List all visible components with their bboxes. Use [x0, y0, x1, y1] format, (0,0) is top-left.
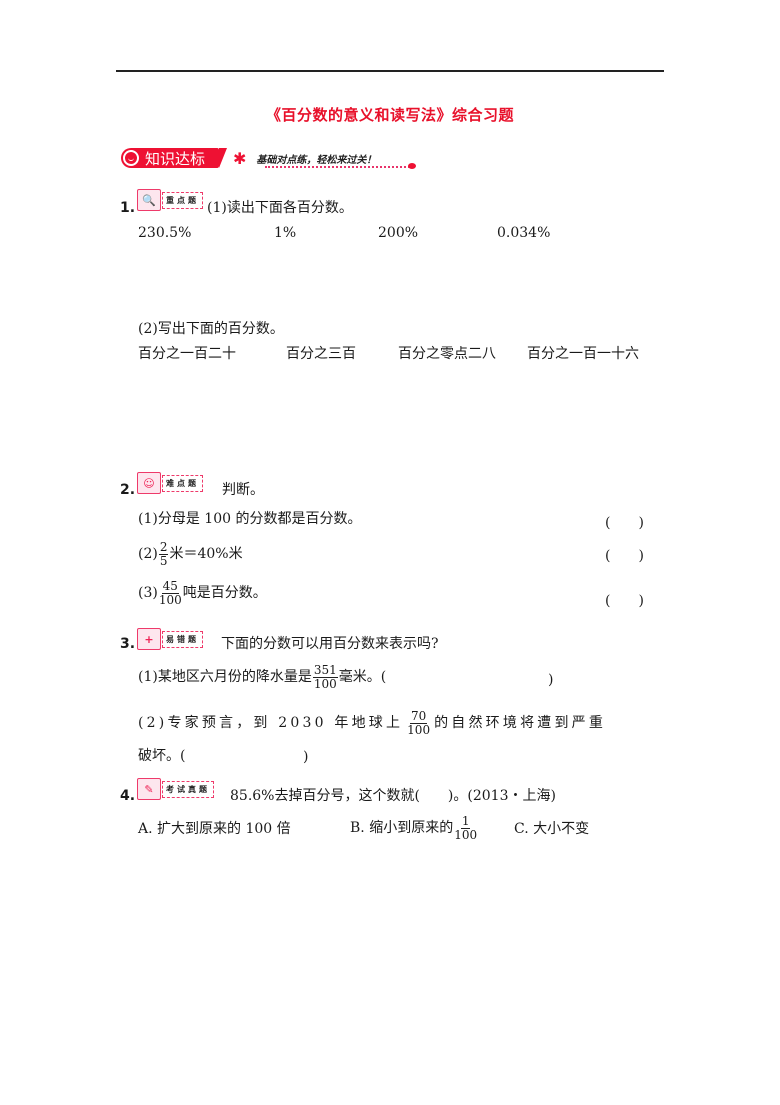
- top-rule: [116, 70, 664, 72]
- question-3-number: 3.: [120, 636, 136, 652]
- dotted-divider: [265, 166, 410, 168]
- item-text: 的自然环境将遭到严重: [434, 715, 607, 732]
- magnifier-book-icon: 🔍: [137, 189, 161, 211]
- item-prefix: (1): [138, 511, 158, 527]
- question-4-number: 4.: [120, 788, 136, 804]
- badge-label: 易错题: [162, 630, 203, 648]
- first-aid-kit-icon: +: [137, 628, 161, 650]
- section-banner: 知识达标 ✱ 基础对点练，轻松来过关！: [121, 147, 376, 169]
- question-3-prompt: 下面的分数可以用百分数来表示吗?: [221, 636, 439, 652]
- question-2-badge: ☺ 难点题: [137, 472, 203, 494]
- item-prefix: (2): [138, 546, 158, 563]
- judgement-item-1: (1)分母是 100 的分数都是百分数。: [138, 512, 361, 526]
- fraction-numerator: 2: [158, 540, 169, 555]
- fraction-denominator: 5: [159, 553, 168, 568]
- badge-label: 难点题: [162, 474, 203, 492]
- fraction-numerator: 1: [460, 814, 471, 829]
- question-1-number: 1.: [120, 200, 136, 216]
- question-1-badge: 🔍 重点题: [137, 189, 203, 211]
- answer-blank-close[interactable]: ): [303, 749, 309, 765]
- item-text: 米＝40%米: [169, 546, 243, 563]
- star-icon: ✱: [233, 148, 247, 168]
- question-4-badge: ✎ 考试真题: [137, 778, 214, 800]
- exam-paper-icon: ✎: [137, 778, 161, 800]
- fraction-denominator: 100: [407, 722, 431, 737]
- option-text: B. 缩小到原来的: [350, 820, 454, 837]
- item-prefix: (1): [138, 669, 158, 686]
- percent-item: 1%: [274, 225, 297, 241]
- banner-label: 知识达标: [145, 149, 206, 168]
- chinese-percent-item: 百分之一百二十: [138, 346, 236, 362]
- smiley-icon: [123, 150, 139, 166]
- question-1-part-1-prompt: (1)读出下面各百分数。: [207, 200, 353, 216]
- badge-label: 考试真题: [162, 780, 214, 798]
- answer-blank-close[interactable]: ): [548, 672, 554, 688]
- answer-blank[interactable]: ( ): [605, 593, 644, 609]
- item-prefix: (3): [138, 585, 158, 602]
- item-text: 分母是 100 的分数都是百分数。: [157, 511, 362, 527]
- answer-blank[interactable]: ( ): [605, 548, 644, 564]
- fraction-numerator: 351: [312, 663, 338, 678]
- fraction-denominator: 100: [158, 592, 182, 607]
- item-text: 某地区六月份的降水量是: [157, 669, 312, 686]
- fraction-numerator: 70: [409, 709, 428, 724]
- question-2-number: 2.: [120, 482, 136, 498]
- item-text: 专家预言，到 2030 年地球上: [167, 715, 404, 732]
- face-box-icon: ☺: [137, 472, 161, 494]
- question-2-prompt: 判断。: [222, 482, 264, 498]
- question-3-badge: + 易错题: [137, 628, 203, 650]
- banner-subtitle: 基础对点练，轻松来过关！: [256, 154, 377, 166]
- answer-blank[interactable]: ( ): [605, 515, 644, 531]
- chinese-percent-item: 百分之一百一十六: [527, 346, 639, 362]
- item-text: 吨是百分数。: [182, 585, 267, 602]
- question-1-part-2-prompt: (2)写出下面的百分数。: [138, 321, 284, 337]
- percent-item: 230.5%: [138, 225, 192, 241]
- fraction-denominator: 100: [313, 676, 337, 691]
- chinese-percent-item: 百分之零点二八: [398, 346, 496, 362]
- badge-label: 重点题: [162, 191, 203, 209]
- convert-item-2-line-2: 破坏。(: [138, 748, 186, 764]
- option-c[interactable]: C. 大小不变: [514, 821, 590, 837]
- banner-pill: 知识达标: [121, 148, 228, 168]
- percent-item: 200%: [378, 225, 419, 241]
- item-prefix: (2): [138, 715, 168, 732]
- percent-item: 0.034%: [497, 225, 551, 241]
- chinese-percent-item: 百分之三百: [286, 346, 356, 362]
- fraction-numerator: 45: [161, 579, 179, 594]
- worksheet-title: 《百分数的意义和读写法》综合习题: [265, 106, 514, 124]
- question-4-prompt: 85.6%去掉百分号，这个数就( )。(2013・上海): [230, 788, 556, 804]
- item-text: 毫米。(: [338, 669, 387, 686]
- fraction-denominator: 100: [454, 827, 478, 842]
- option-a[interactable]: A. 扩大到原来的 100 倍: [138, 821, 291, 837]
- divider-end-dot: [408, 163, 416, 169]
